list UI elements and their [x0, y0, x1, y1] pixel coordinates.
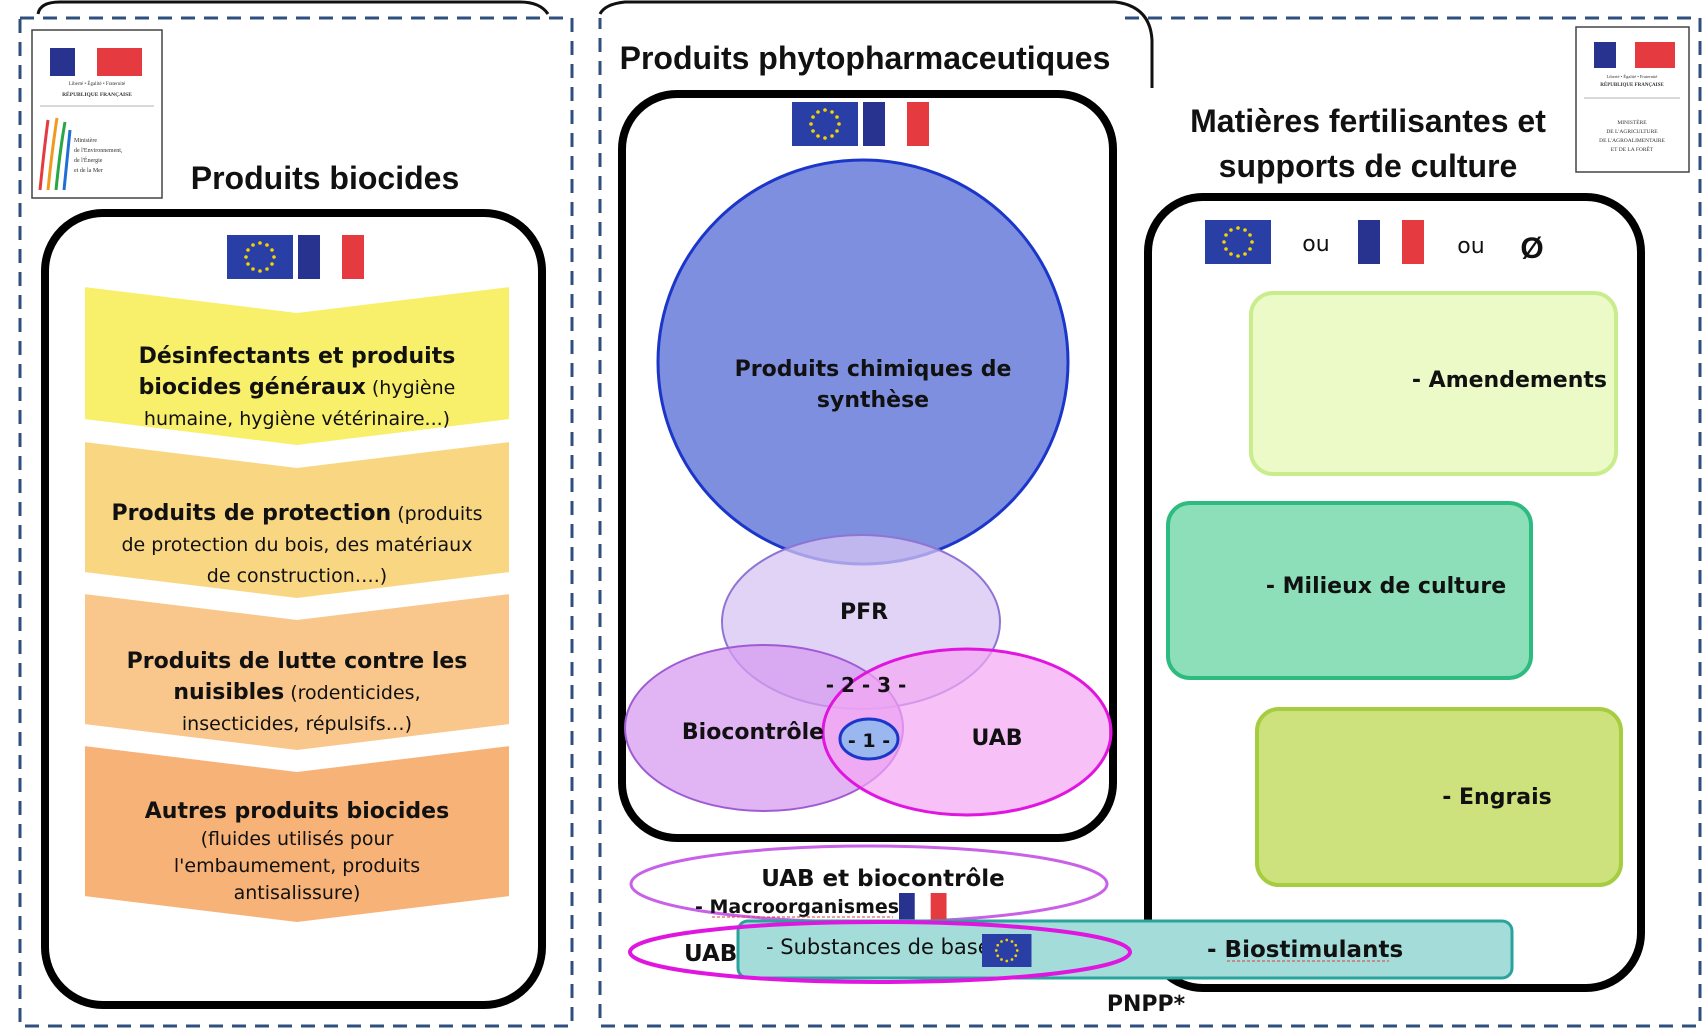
left-panel-border: [18, 16, 574, 1028]
uab-biocontrole-label: UAB et biocontrôle: [761, 866, 1005, 892]
chevron-band-3: [83, 591, 511, 753]
chevron-1-line-2-seg-1: biocides généraux: [139, 375, 366, 400]
uab-small-ellipse: [628, 920, 1132, 984]
chevron-1-line-3: humaine, hygiène vétérinaire...): [144, 408, 450, 430]
chevron-1-line-2-seg-2: (hygiène: [366, 377, 456, 399]
chevron-1-line-2: biocides généraux (hygiène: [139, 375, 456, 400]
eu-flag-icon: [1205, 220, 1271, 264]
pnpp-box: [736, 919, 1514, 980]
svg-text:DE L'AGROALIMENTAIRE: DE L'AGROALIMENTAIRE: [1599, 138, 1665, 144]
chevron-3-line-1: Produits de lutte contre les: [127, 649, 468, 674]
svg-text:ET DE LA FORÊT: ET DE LA FORÊT: [1611, 145, 1654, 153]
chevron-3-line-2-seg-2: (rodenticides,: [284, 682, 420, 704]
chevron-2-line-3: de construction….): [207, 565, 387, 587]
chevron-2-line-3-seg-1: de construction….): [207, 565, 387, 587]
amendements-label: - Amendements: [1412, 368, 1607, 393]
uab-ellipse: [821, 647, 1113, 817]
chevron-1-line-1: Désinfectants et produits: [139, 344, 456, 369]
svg-text:Liberté • Égalité • Fraternité: Liberté • Égalité • Fraternité: [69, 81, 126, 87]
amendements-box: [1249, 291, 1618, 476]
chevron-4-line-4-seg-1: antisalissure): [234, 882, 361, 904]
fr-flag-icon: [1358, 220, 1424, 264]
eu-flag-icon: [227, 235, 293, 279]
fr-flag-icon: [899, 893, 947, 920]
svg-text:RÉPUBLIQUE FRANÇAISE: RÉPUBLIQUE FRANÇAISE: [62, 90, 132, 98]
chevron-4-line-1-seg-1: Autres produits biocides: [145, 799, 449, 824]
chemical-label-2: synthèse: [817, 388, 929, 413]
milieux-box: [1166, 501, 1533, 680]
left-ministry-logo: Liberté • Égalité • Fraternité RÉPUBLIQU…: [31, 29, 163, 199]
biocontrole-label: Biocontrôle: [682, 720, 824, 745]
overlap-1-ellipse: [838, 717, 900, 761]
milieux-label: - Milieux de culture: [1266, 574, 1506, 599]
engrais-label: - Engrais: [1442, 785, 1552, 810]
svg-text:RÉPUBLIQUE FRANÇAISE: RÉPUBLIQUE FRANÇAISE: [1600, 82, 1664, 88]
engrais-box: [1255, 707, 1623, 887]
fr-flag-icon: [298, 235, 364, 279]
chevron-2-line-1-seg-1: Produits de protection: [112, 501, 392, 526]
right-panel-border: [598, 16, 1702, 1028]
chevron-4-line-3: l'embaumement, produits: [174, 855, 420, 877]
chevron-4-line-2-seg-1: (fluides utilisés pour: [201, 828, 394, 850]
chevron-1-line-3-seg-1: humaine, hygiène vétérinaire...): [144, 408, 450, 430]
top-bracket-left: [36, 0, 550, 15]
svg-text:Ministère: Ministère: [74, 138, 97, 144]
middle-panel-title: Produits phytopharmaceutiques: [620, 40, 1111, 76]
chemical-label-1: Produits chimiques de: [735, 357, 1012, 382]
chevron-3-line-3-seg-1: insecticides, répulsifs…): [182, 713, 412, 735]
ou-text-1: ou: [1302, 232, 1329, 257]
chevron-4-line-3-seg-1: l'embaumement, produits: [174, 855, 420, 877]
uab-small-label: UAB: [684, 941, 737, 967]
svg-text:de l'Environnement,: de l'Environnement,: [74, 148, 123, 154]
pfr-label: PFR: [840, 600, 888, 625]
eu-flag-icon: [982, 934, 1032, 967]
chevron-2-line-1: Produits de protection (produits: [112, 501, 483, 526]
chevron-4-line-1: Autres produits biocides: [145, 799, 449, 824]
chevron-2-line-2: de protection du bois, des matériaux: [122, 534, 473, 556]
chevron-band-2: [83, 439, 511, 601]
svg-text:DE L'AGRICULTURE: DE L'AGRICULTURE: [1606, 129, 1658, 135]
chevron-4-line-4: antisalissure): [234, 882, 361, 904]
uab-label: UAB: [972, 726, 1023, 751]
empty-set-symbol: Ø: [1520, 232, 1543, 265]
macroorganismes-label: - Macroorganismes: [695, 896, 899, 918]
chevron-2-line-1-seg-2: (produits: [391, 503, 482, 525]
chevron-3-line-2-seg-1: nuisibles: [173, 680, 284, 705]
chevron-2-line-2-seg-1: de protection du bois, des matériaux: [122, 534, 473, 556]
ou-text-2: ou: [1457, 234, 1484, 259]
svg-text:MINISTÈRE: MINISTÈRE: [1617, 118, 1647, 126]
svg-text:et de la Mer: et de la Mer: [74, 168, 103, 174]
chevron-3-line-2: nuisibles (rodenticides,: [173, 680, 420, 705]
svg-text:de l'Énergie: de l'Énergie: [74, 156, 103, 164]
chevron-3-line-1-seg-1: Produits de lutte contre les: [127, 649, 468, 674]
svg-text:Liberté • Égalité • Fraternité: Liberté • Égalité • Fraternité: [1607, 74, 1658, 79]
fr-flag-icon: [863, 102, 929, 146]
chevron-4-line-2: (fluides utilisés pour: [201, 828, 394, 850]
eu-flag-icon: [792, 102, 858, 146]
right-ministry-logo: Liberté • Égalité • Fraternité RÉPUBLIQU…: [1575, 26, 1690, 173]
chevron-1-line-1-seg-1: Désinfectants et produits: [139, 344, 456, 369]
chevron-band-4: [83, 743, 511, 925]
biostimulants-label: - Biostimulants: [1207, 937, 1403, 963]
fertilisants-box: [1144, 193, 1645, 992]
overlap-23-label: - 2 - 3 -: [826, 673, 907, 697]
right-panel-title-2: supports de culture: [1219, 148, 1518, 184]
pnpp-label: PNPP*: [1107, 992, 1186, 1017]
right-panel-title-1: Matières fertilisantes et: [1190, 103, 1546, 139]
chevron-3-line-3: insecticides, répulsifs…): [182, 713, 412, 735]
chevron-band-1: [83, 284, 511, 448]
overlap-1-label: - 1 -: [848, 730, 890, 752]
biocide-chevrons: Désinfectants et produits biocides généra…: [83, 284, 511, 925]
top-bracket-middle: [598, 0, 1154, 88]
left-panel-title: Produits biocides: [191, 160, 459, 196]
substances-base-label: - Substances de base: [766, 935, 991, 959]
